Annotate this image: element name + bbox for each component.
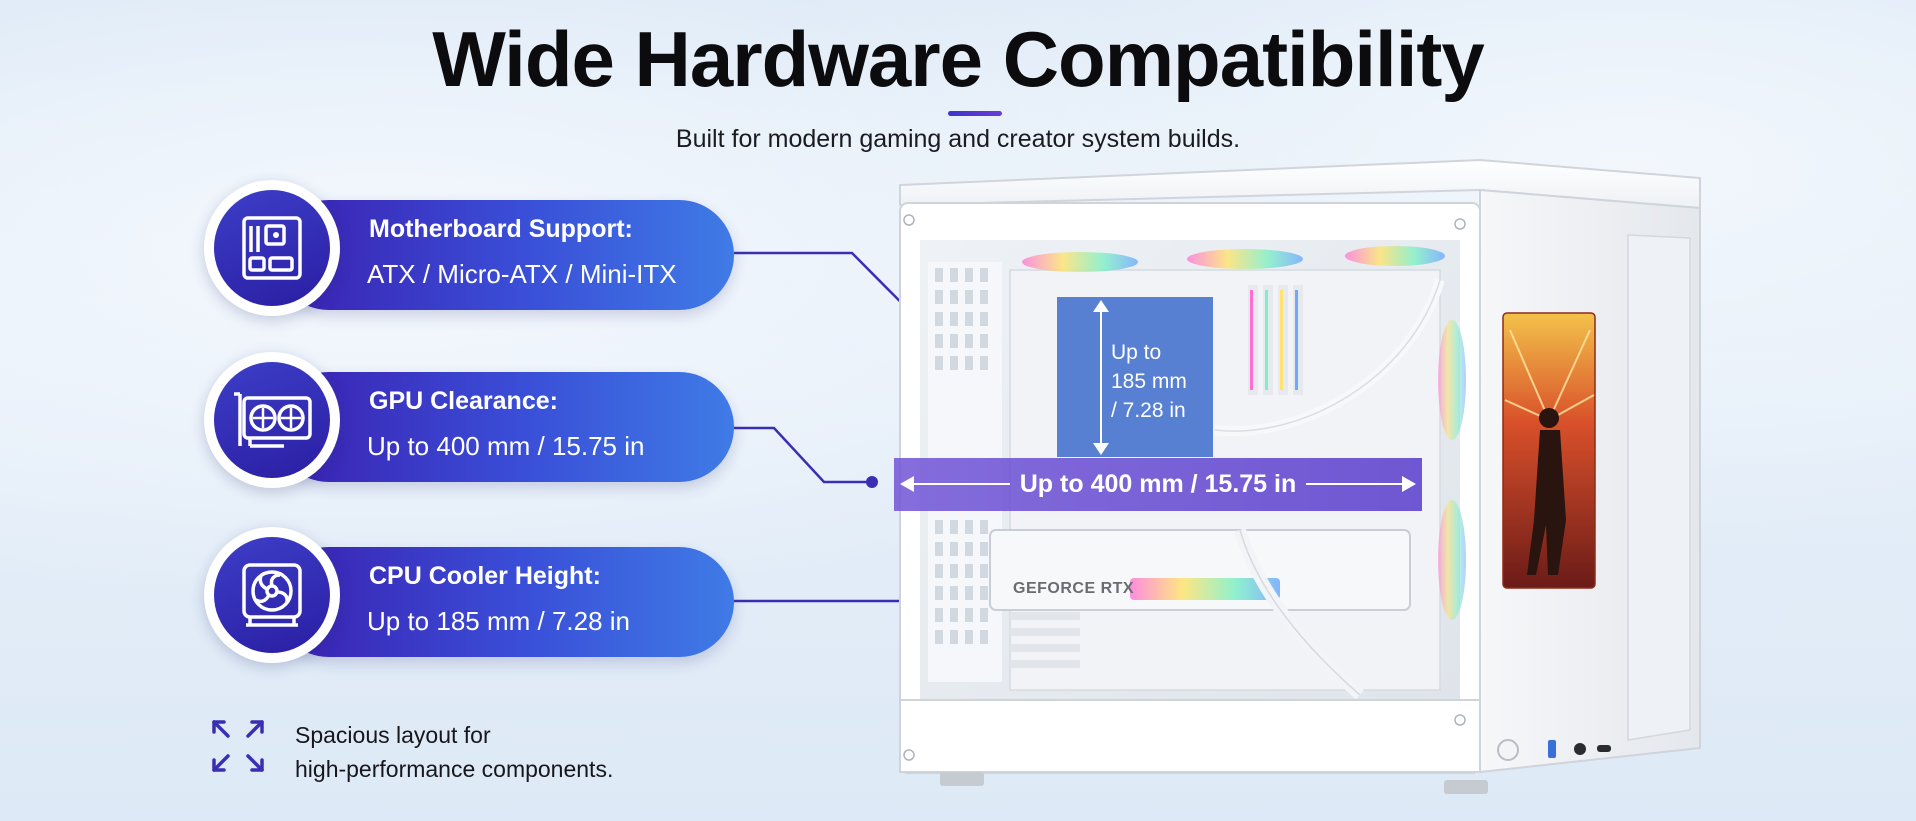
- motherboard-icon: [242, 216, 302, 280]
- cooler-height-label-line-2: 185 mm: [1111, 370, 1187, 393]
- page-title: Wide Hardware Compatibility: [432, 15, 1484, 103]
- expand-arrows-icon: [212, 720, 264, 772]
- cooler-height-overlay: [1057, 297, 1213, 457]
- feature-title: GPU Clearance:: [369, 387, 558, 415]
- cooler-height-label: Up to 185 mm / 7.28 in: [1111, 338, 1187, 425]
- footnote-line-2: high-performance components.: [295, 756, 614, 782]
- feature-pill: [274, 200, 734, 310]
- gpu-length-label: Up to 400 mm / 15.75 in: [1019, 470, 1297, 498]
- feature-value: ATX / Micro-ATX / Mini-ITX: [367, 259, 677, 289]
- cpu-fan-icon: [242, 563, 302, 627]
- page-subtitle: Built for modern gaming and creator syst…: [675, 125, 1241, 153]
- gpu-icon: [234, 392, 312, 448]
- cooler-height-label-line-1: Up to: [1111, 341, 1162, 364]
- feature-cpu-cooler-height: CPU Cooler Height: Up to 185 mm / 7.28 i…: [204, 527, 734, 663]
- feature-pill: [274, 547, 734, 657]
- feature-icon-badge: [204, 527, 340, 663]
- gpu-card: [989, 529, 1411, 611]
- footnote-line-1: Spacious layout for: [295, 722, 491, 748]
- feature-gpu-clearance: GPU Clearance: Up to 400 mm / 15.75 in: [204, 352, 734, 488]
- feature-value: Up to 400 mm / 15.75 in: [367, 431, 645, 461]
- feature-value: Up to 185 mm / 7.28 in: [367, 606, 631, 636]
- cooler-height-label-line-3: / 7.28 in: [1111, 399, 1186, 422]
- gpu-brand-text: GEFORCE RTX: [1013, 580, 1135, 597]
- feature-motherboard-support: Motherboard Support: ATX / Micro-ATX / M…: [204, 180, 734, 316]
- footnote-text: Spacious layout for high-performance com…: [295, 718, 613, 786]
- cooler-height-arrow: [1093, 300, 1109, 455]
- gpu-length-arrow: [900, 476, 1416, 492]
- power-button-icon: [1497, 739, 1519, 761]
- feature-icon-badge: [204, 352, 340, 488]
- feature-icon-badge: [204, 180, 340, 316]
- feature-title: Motherboard Support:: [369, 215, 633, 243]
- feature-title: CPU Cooler Height:: [369, 562, 601, 590]
- title-underline: [948, 111, 1002, 116]
- feature-pill: [274, 372, 734, 482]
